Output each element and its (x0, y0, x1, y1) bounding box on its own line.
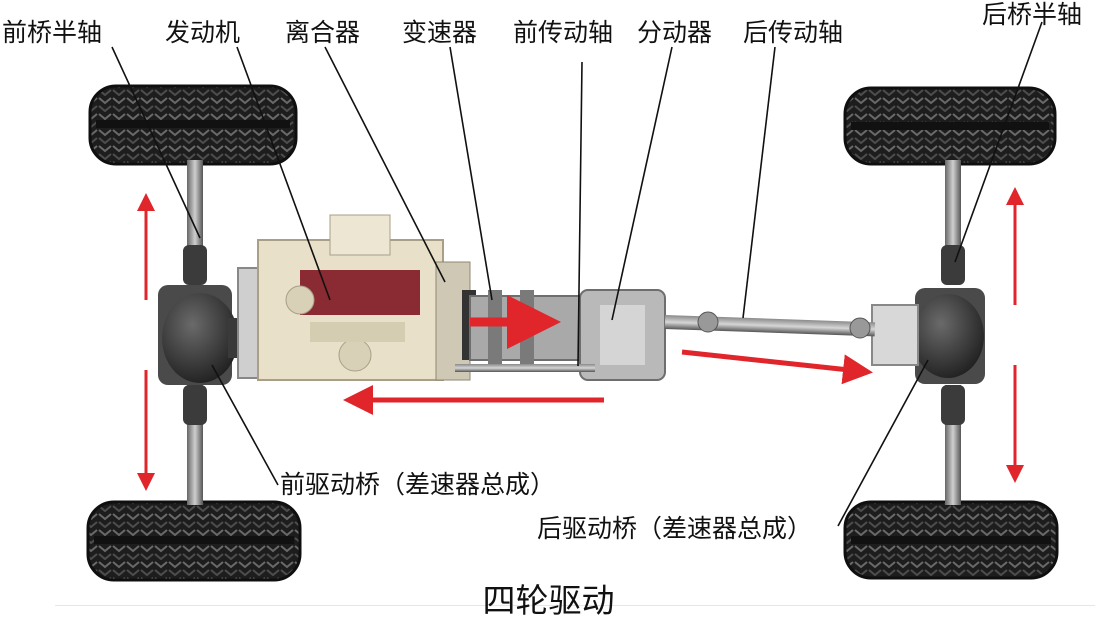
transmission (469, 290, 581, 366)
label-rear-half-shaft: 后桥半轴 (982, 0, 1083, 29)
front-half-shaft (183, 160, 207, 505)
rear-drive-axle-housing (871, 288, 985, 384)
leader-rear-drive-axle (837, 359, 929, 527)
label-front-drive-axle: 前驱动桥（差速器总成） (280, 470, 556, 499)
leader-transfer-case (611, 46, 673, 321)
rear-half-shaft (941, 160, 965, 505)
leader-clutch (324, 46, 446, 283)
label-front-half-shaft: 前桥半轴 (2, 18, 103, 47)
leader-transmission (449, 46, 493, 301)
arrow-power-to-rear (681, 349, 873, 385)
engine-block (257, 214, 444, 381)
leader-lines (111, 21, 1043, 527)
label-clutch: 离合器 (285, 18, 361, 47)
label-rear-drive-shaft: 后传动轴 (743, 18, 844, 47)
label-front-drive-shaft: 前传动轴 (513, 18, 614, 47)
tire-rear-right (843, 500, 1059, 580)
diagram-caption: 四轮驱动 (482, 581, 615, 620)
caption-divider (55, 605, 1095, 606)
label-rear-drive-axle: 后驱动桥（差速器总成） (537, 514, 813, 543)
leader-front-drive-axle (211, 364, 279, 486)
label-engine: 发动机 (165, 18, 241, 47)
leader-rear-half-shaft (954, 21, 1043, 263)
leader-rear-drive-shaft (742, 46, 776, 319)
label-transfer-case: 分动器 (637, 18, 713, 47)
transfer-case (579, 289, 666, 381)
tire-rear-left (843, 86, 1057, 166)
leader-engine (236, 46, 331, 301)
front-drive-shaft (455, 364, 595, 372)
tire-front-right (86, 500, 302, 582)
label-transmission: 变速器 (402, 18, 478, 47)
rear-drive-shaft (664, 311, 876, 339)
leader-front-drive-shaft (577, 61, 583, 367)
leader-front-half-shaft (111, 46, 201, 239)
